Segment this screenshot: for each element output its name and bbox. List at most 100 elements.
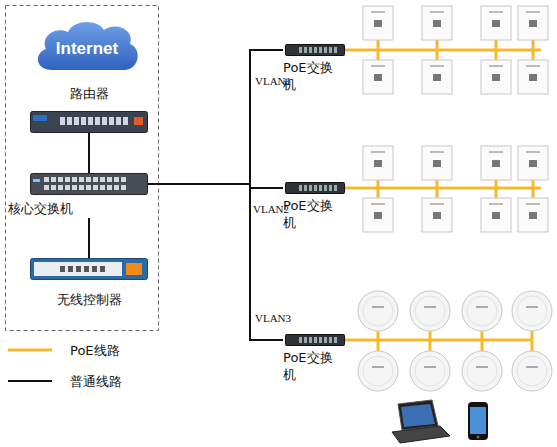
ceiling-ap (358, 291, 398, 331)
ap-port (529, 160, 537, 167)
ap-logo (372, 366, 384, 368)
ap-port (492, 212, 500, 219)
device-icon (30, 173, 148, 195)
ceiling-ap (410, 291, 450, 331)
poe-line (436, 40, 439, 60)
node-label: 路由器 (30, 86, 148, 103)
ap-port (433, 20, 441, 27)
poe-line (429, 330, 432, 352)
phone-icon (468, 402, 488, 440)
panel-ap (363, 146, 393, 180)
poe-line (377, 330, 380, 352)
ap-logo (476, 366, 488, 368)
device-icon (30, 258, 148, 280)
poe-line (436, 180, 439, 198)
panel-ap (481, 60, 511, 94)
panel-ap (481, 146, 511, 180)
ap-port (492, 74, 500, 81)
vlan-label: VLAN3 (255, 312, 291, 324)
network-device: PoE交换机 (283, 182, 347, 232)
ap-port (529, 74, 537, 81)
ap-logo (424, 306, 436, 308)
laptop-icon (392, 400, 450, 443)
ap-logo (526, 151, 540, 153)
device-icon (30, 111, 148, 133)
ap-port (492, 160, 500, 167)
ap-ring (467, 356, 497, 386)
internet-cloud: Internet (32, 18, 142, 74)
network-device: 无线控制器 (30, 258, 148, 309)
poe-line (532, 40, 535, 60)
ceiling-ap (462, 351, 502, 391)
panel-ap (422, 146, 452, 180)
ap-logo (489, 11, 503, 13)
network-device: PoE交换机 (283, 334, 347, 384)
panel-ap (518, 146, 548, 180)
ap-port (529, 212, 537, 219)
ap-logo (371, 11, 385, 13)
ap-logo (526, 11, 540, 13)
ap-port (433, 74, 441, 81)
panel-ap (422, 198, 452, 232)
panel-ap (422, 6, 452, 40)
network-device: PoE交换机 (283, 44, 347, 94)
poe-line (377, 40, 380, 60)
node-label: 核心交换机 (8, 201, 148, 218)
ap-logo (430, 65, 444, 67)
node-label: Internet (56, 38, 118, 60)
ap-ring (517, 296, 547, 326)
ceiling-ap (410, 351, 450, 391)
legend-line (8, 349, 52, 352)
poe-line (495, 40, 498, 60)
network-cable (88, 133, 90, 173)
poe-line (377, 180, 380, 198)
vlan-label: VLAN1 (255, 75, 291, 87)
ap-logo (371, 151, 385, 153)
poe-line (345, 187, 541, 190)
ap-port (492, 20, 500, 27)
device-icon (285, 182, 345, 194)
ap-logo (476, 306, 488, 308)
ap-logo (526, 366, 538, 368)
ap-logo (430, 151, 444, 153)
ap-port (374, 212, 382, 219)
legend-text: 普通线路 (70, 373, 122, 391)
ap-logo (371, 65, 385, 67)
panel-ap (518, 198, 548, 232)
panel-ap (363, 6, 393, 40)
network-cable (88, 218, 90, 258)
ap-ring (415, 356, 445, 386)
ap-logo (372, 306, 384, 308)
ap-ring (363, 356, 393, 386)
poe-line (345, 49, 541, 52)
ap-logo (526, 203, 540, 205)
ap-logo (489, 65, 503, 67)
device-icon (285, 44, 345, 56)
dashed-region (6, 6, 159, 331)
ceiling-ap (512, 351, 552, 391)
poe-line (495, 180, 498, 198)
ap-port (374, 160, 382, 167)
legend-line (8, 380, 52, 382)
node-label: PoE交换机 (283, 60, 337, 94)
poe-line (532, 180, 535, 198)
panel-ap (481, 198, 511, 232)
panel-ap (518, 6, 548, 40)
ap-logo (526, 306, 538, 308)
network-device: 核心交换机 (8, 173, 148, 218)
panel-ap (518, 60, 548, 94)
poe-line (531, 330, 534, 352)
poe-line (345, 339, 532, 342)
ap-ring (517, 356, 547, 386)
node-label: PoE交换机 (283, 198, 337, 232)
device-icon (285, 334, 345, 346)
ap-logo (371, 203, 385, 205)
ap-port (374, 74, 382, 81)
ap-ring (467, 296, 497, 326)
ceiling-ap (462, 291, 502, 331)
network-device: 路由器 (30, 86, 148, 133)
poe-line (481, 330, 484, 352)
panel-ap (363, 60, 393, 94)
ceiling-ap (512, 291, 552, 331)
